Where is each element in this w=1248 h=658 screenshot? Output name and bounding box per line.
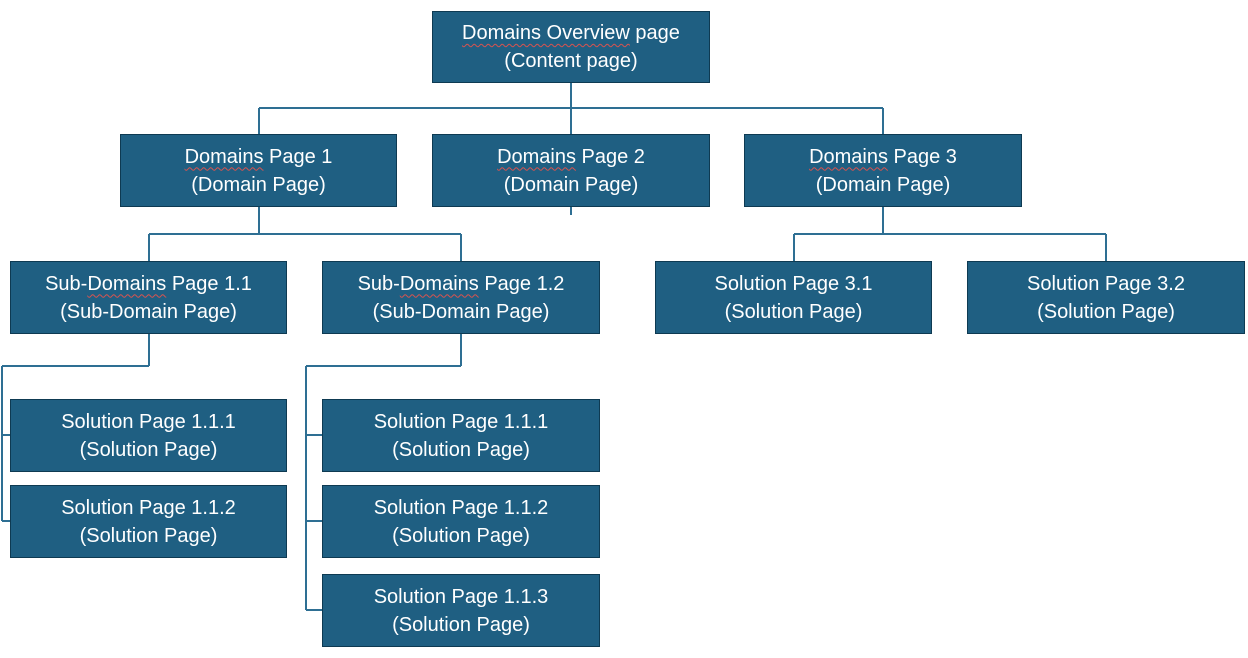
node-subtitle: (Solution Page): [79, 524, 218, 547]
node-title-marked: Domains: [184, 145, 264, 168]
node-title-marked: Domains Overview: [462, 22, 630, 44]
node-title: Sub-Domains Page 1.2: [358, 270, 565, 298]
node-title-rest: Page 2: [575, 145, 645, 168]
node-title: Domains Page 1: [185, 143, 333, 171]
node-title: Solution Page 1.1.2: [61, 496, 236, 519]
node-subtitle: (Solution Page): [1037, 300, 1175, 323]
node-subtitle: (Solution Page): [392, 438, 530, 461]
node-subtitle: (Domain Page): [815, 173, 951, 196]
node-solution-page-1-1-2: Solution Page 1.1.2 (Solution Page): [322, 485, 600, 558]
node-title-rest: Page 3: [887, 145, 957, 168]
node-title: Solution Page 3.2: [1027, 272, 1185, 295]
node-solution-page-1-1-1: Solution Page 1.1.1 (Solution Page): [322, 399, 600, 472]
node-subtitle: (Solution Page): [79, 438, 218, 461]
node-domains-page-2: Domains Page 2 (Domain Page): [432, 134, 710, 207]
node-title: Sub-Domains Page 1.1: [45, 270, 252, 298]
node-title-marked: Domains: [497, 145, 576, 168]
node-subtitle: (Content page): [504, 50, 638, 72]
node-subtitle: (Sub-Domain Page): [372, 300, 550, 323]
node-title: Domains Overview page: [462, 19, 680, 47]
node-title-marked: Domains: [399, 272, 479, 295]
node-subtitle: (Solution Page): [392, 524, 530, 547]
node-solution-page-3-1: Solution Page 3.1 (Solution Page): [655, 261, 932, 334]
node-subtitle: (Domain Page): [503, 173, 639, 196]
node-title: Solution Page 3.1: [714, 272, 873, 295]
node-title-marked: Domains: [809, 145, 888, 168]
node-title: Solution Page 1.1.1: [373, 410, 549, 433]
node-subtitle: (Sub-Domain Page): [60, 300, 237, 323]
node-solution-page-1-1-2: Solution Page 1.1.2 (Solution Page): [10, 485, 287, 558]
node-title: Domains Page 2: [497, 143, 645, 171]
node-title-rest: Page 1.2: [478, 272, 565, 295]
node-title: Solution Page 1.1.3: [373, 585, 549, 608]
node-domains-page-1: Domains Page 1 (Domain Page): [120, 134, 397, 207]
node-title-rest: Page 1: [263, 145, 333, 168]
node-solution-page-1-1-1: Solution Page 1.1.1 (Solution Page): [10, 399, 287, 472]
node-solution-page-1-1-3: Solution Page 1.1.3 (Solution Page): [322, 574, 600, 647]
node-domains-overview: Domains Overview page (Content page): [432, 11, 710, 83]
node-title-rest: Page 1.1: [166, 272, 252, 295]
node-title: Solution Page 1.1.2: [373, 496, 549, 519]
node-subtitle: (Solution Page): [724, 300, 863, 323]
node-subtitle: (Solution Page): [392, 613, 530, 636]
node-subtitle: (Domain Page): [191, 173, 326, 196]
node-title-rest: page: [629, 22, 680, 44]
node-sub-domains-page-1-2: Sub-Domains Page 1.2 (Sub-Domain Page): [322, 261, 600, 334]
node-sub-domains-page-1-1: Sub-Domains Page 1.1 (Sub-Domain Page): [10, 261, 287, 334]
node-title-lead: Sub-: [45, 272, 88, 295]
node-title-lead: Sub-: [357, 272, 400, 295]
node-solution-page-3-2: Solution Page 3.2 (Solution Page): [967, 261, 1245, 334]
node-title: Solution Page 1.1.1: [61, 410, 236, 433]
node-title-marked: Domains: [87, 272, 167, 295]
node-domains-page-3: Domains Page 3 (Domain Page): [744, 134, 1022, 207]
node-title: Domains Page 3: [809, 143, 957, 171]
